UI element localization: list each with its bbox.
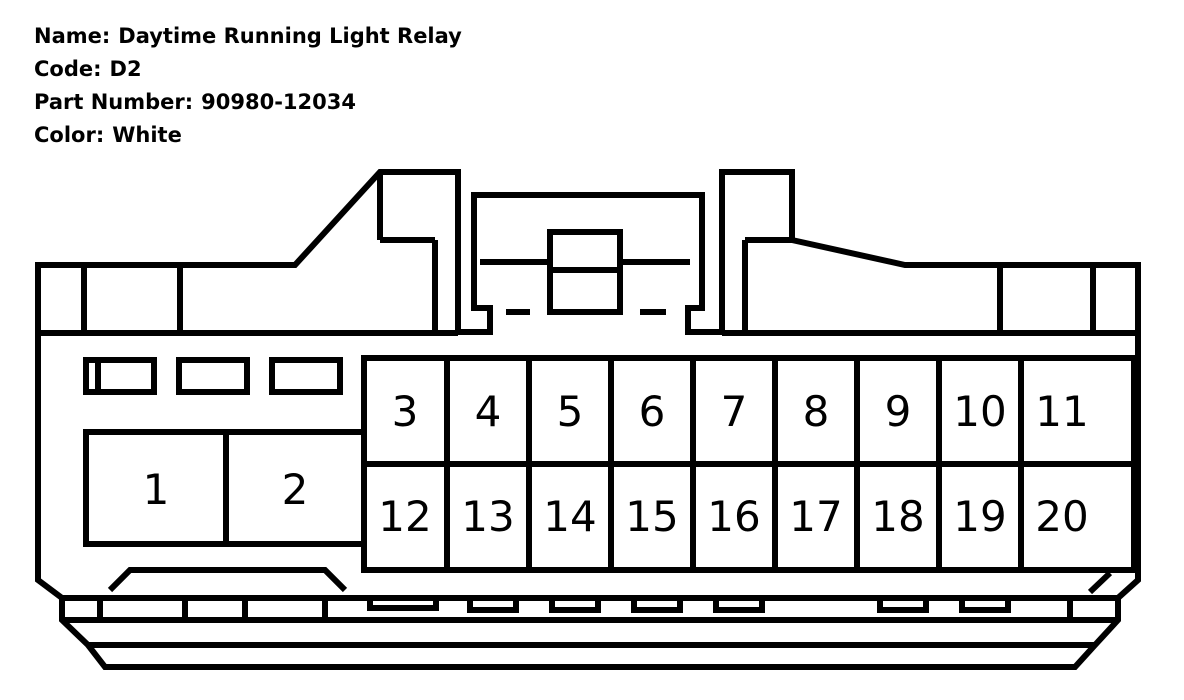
pin-label-18: 18 bbox=[871, 492, 924, 541]
bottom-keys bbox=[97, 595, 1073, 620]
pin-label-1: 1 bbox=[143, 465, 170, 514]
pin-label-16: 16 bbox=[707, 492, 760, 541]
pin-label-17: 17 bbox=[789, 492, 842, 541]
pin-label-4: 4 bbox=[475, 387, 502, 436]
large-cavities bbox=[83, 429, 367, 547]
part-number-value: 90980-12034 bbox=[201, 90, 356, 114]
locking-latch bbox=[480, 229, 690, 315]
pin-label-15: 15 bbox=[625, 492, 678, 541]
pin-label-7: 7 bbox=[721, 387, 748, 436]
pin-label-6: 6 bbox=[639, 387, 666, 436]
color-value: White bbox=[112, 123, 182, 147]
pin-label-2: 2 bbox=[282, 465, 309, 514]
pin-label-12: 12 bbox=[378, 492, 431, 541]
name-value: Daytime Running Light Relay bbox=[118, 24, 462, 48]
pin-label-9: 9 bbox=[885, 387, 912, 436]
part-number-label: Part Number: bbox=[34, 90, 194, 114]
pin-label-19: 19 bbox=[953, 492, 1006, 541]
pin-grid bbox=[361, 355, 1137, 573]
pin-label-10: 10 bbox=[953, 387, 1006, 436]
connector-housing-top bbox=[35, 169, 1141, 336]
pin-label-20: 20 bbox=[1035, 492, 1088, 541]
pin-label-5: 5 bbox=[557, 387, 584, 436]
small-slots bbox=[83, 357, 343, 395]
name-label: Name: bbox=[34, 24, 111, 48]
code-value: D2 bbox=[109, 57, 142, 81]
pin-label-3: 3 bbox=[392, 387, 419, 436]
connector-info: Name: Daytime Running Light Relay Code: D2… bbox=[34, 20, 462, 152]
pin-label-8: 8 bbox=[803, 387, 830, 436]
pin-label-14: 14 bbox=[543, 492, 596, 541]
color-line: Color: White bbox=[34, 119, 462, 152]
pin-label-11: 11 bbox=[1035, 387, 1088, 436]
pin-label-13: 13 bbox=[461, 492, 514, 541]
name-line: Name: Daytime Running Light Relay bbox=[34, 20, 462, 53]
code-label: Code: bbox=[34, 57, 102, 81]
pin-labels: 1 2 3 4 5 6 7 8 9 10 11 12 13 14 15 16 1… bbox=[143, 387, 1089, 541]
part-number-line: Part Number: 90980-12034 bbox=[34, 86, 462, 119]
code-line: Code: D2 bbox=[34, 53, 462, 86]
color-label: Color: bbox=[34, 123, 105, 147]
